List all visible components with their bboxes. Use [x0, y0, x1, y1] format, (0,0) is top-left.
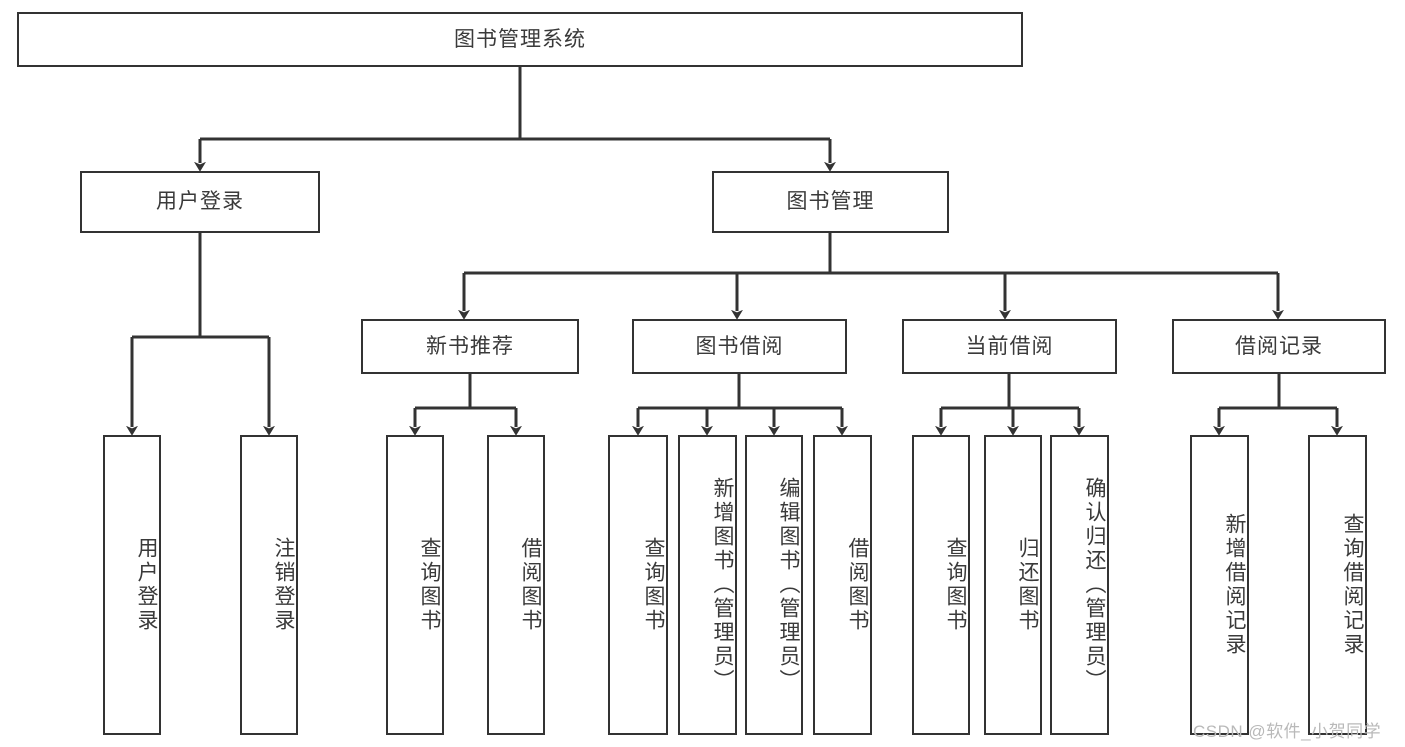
- leaf-add-book-admin[interactable]: 新增图书（管理员）: [678, 435, 737, 735]
- leaf-query-book-current[interactable]: 查询图书: [912, 435, 970, 735]
- node-borrow-record[interactable]: 借阅记录: [1172, 319, 1386, 374]
- leaf-query-book-recommend[interactable]: 查询图书: [386, 435, 444, 735]
- leaf-user-login[interactable]: 用户登录: [103, 435, 161, 735]
- node-current-borrow[interactable]: 当前借阅: [902, 319, 1117, 374]
- leaf-label: 归还图书: [1016, 537, 1039, 633]
- node-new-book-recommend[interactable]: 新书推荐: [361, 319, 579, 374]
- leaf-borrow-book-recommend[interactable]: 借阅图书: [487, 435, 545, 735]
- leaf-borrow-book[interactable]: 借阅图书: [813, 435, 872, 735]
- leaf-label: 确认归还（管理员）: [1083, 477, 1106, 693]
- leaf-add-borrow-record[interactable]: 新增借阅记录: [1190, 435, 1249, 735]
- leaf-query-book-borrow[interactable]: 查询图书: [608, 435, 668, 735]
- leaf-query-borrow-record[interactable]: 查询借阅记录: [1308, 435, 1367, 735]
- node-root-book-management-system[interactable]: 图书管理系统: [17, 12, 1023, 67]
- leaf-label: 借阅图书: [846, 537, 869, 633]
- leaf-logout[interactable]: 注销登录: [240, 435, 298, 735]
- leaf-label: 查询借阅记录: [1341, 513, 1364, 657]
- leaf-label: 查询图书: [642, 537, 665, 633]
- leaf-label: 查询图书: [418, 537, 441, 633]
- leaf-label: 编辑图书（管理员）: [777, 477, 800, 693]
- leaf-label: 查询图书: [944, 537, 967, 633]
- leaf-label: 新增借阅记录: [1223, 513, 1246, 657]
- leaf-label: 注销登录: [272, 537, 295, 633]
- leaf-return-book[interactable]: 归还图书: [984, 435, 1042, 735]
- leaf-label: 新增图书（管理员）: [711, 477, 734, 693]
- leaf-edit-book-admin[interactable]: 编辑图书（管理员）: [745, 435, 803, 735]
- leaf-label: 借阅图书: [519, 537, 542, 633]
- leaf-confirm-return-admin[interactable]: 确认归还（管理员）: [1050, 435, 1109, 735]
- csdn-watermark: CSDN @软件_小贺同学: [1193, 722, 1382, 741]
- node-user-login[interactable]: 用户登录: [80, 171, 320, 233]
- leaf-label: 用户登录: [135, 537, 158, 633]
- node-book-borrow[interactable]: 图书借阅: [632, 319, 847, 374]
- node-book-management[interactable]: 图书管理: [712, 171, 949, 233]
